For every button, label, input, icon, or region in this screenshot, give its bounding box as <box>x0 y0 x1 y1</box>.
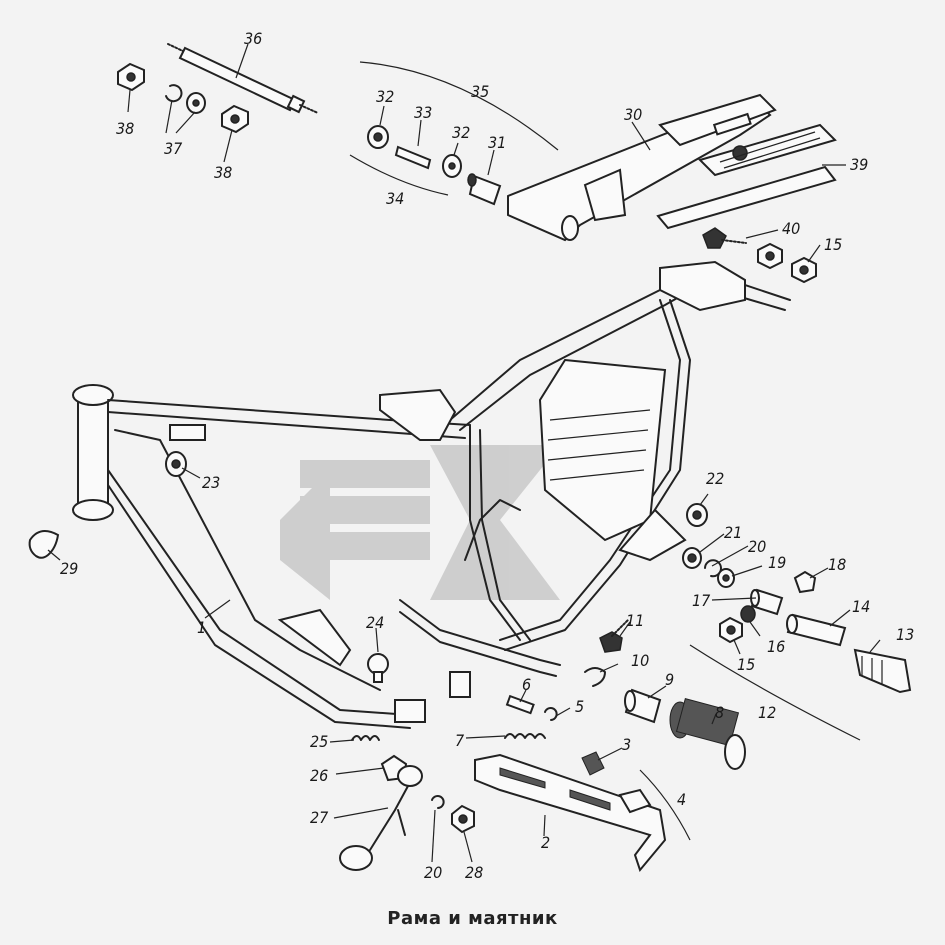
part-15-nut-top-2 <box>791 256 817 284</box>
part-25-spring <box>351 735 380 741</box>
callout-38-left: 38 <box>116 119 134 138</box>
part-16-washer <box>740 605 756 623</box>
callout-23: 23 <box>202 473 220 492</box>
part-19-washer <box>717 568 735 588</box>
part-27-lever <box>339 765 423 871</box>
callout-12: 12 <box>758 703 776 722</box>
callout-labels: 1 2 3 4 5 6 7 8 9 10 11 12 13 14 15 15 1… <box>60 29 914 882</box>
callout-4: 4 <box>677 790 686 809</box>
callout-35: 35 <box>471 82 489 101</box>
callout-29: 29 <box>60 559 78 578</box>
part-6-pin <box>505 694 535 715</box>
part-13-footpeg <box>853 648 912 694</box>
part-5-clip <box>544 707 558 721</box>
part-2-stand <box>474 753 667 873</box>
callout-20-right: 20 <box>748 537 766 556</box>
callout-24: 24 <box>366 613 384 632</box>
part-28-nut <box>451 804 475 834</box>
callout-19: 19 <box>768 553 786 572</box>
callout-27: 27 <box>310 808 329 827</box>
part-9-bushing <box>624 688 662 724</box>
callout-2: 2 <box>541 833 550 852</box>
callout-1: 1 <box>197 618 206 637</box>
part-29-cap <box>28 530 60 559</box>
part-11-bolt <box>599 619 629 653</box>
part-20-spring-washer <box>704 559 722 578</box>
callout-11: 11 <box>626 611 644 630</box>
leader-lines <box>47 43 881 863</box>
part-21-washer <box>682 547 702 569</box>
callout-15-top: 15 <box>824 235 842 254</box>
callout-9: 9 <box>665 670 674 689</box>
callout-8: 8 <box>715 703 724 722</box>
callout-34: 34 <box>386 189 404 208</box>
part-24-knob <box>367 653 389 683</box>
callout-28: 28 <box>465 863 483 882</box>
callout-25: 25 <box>310 732 328 751</box>
part-8-rubber <box>669 697 746 770</box>
callout-14: 14 <box>852 597 870 616</box>
part-22-washer <box>686 503 708 527</box>
callout-37: 37 <box>164 139 183 158</box>
part-30-swing-arm <box>507 93 837 242</box>
callout-20-bottom: 20 <box>424 863 442 882</box>
callout-5: 5 <box>575 697 584 716</box>
part-38-nut-left <box>117 62 145 92</box>
callout-15-mid: 15 <box>737 655 755 674</box>
callout-18: 18 <box>828 555 846 574</box>
callout-3: 3 <box>622 735 631 754</box>
callout-16: 16 <box>767 637 785 656</box>
part-32-washer-left <box>367 125 389 149</box>
callout-30: 30 <box>624 105 642 124</box>
part-40-bolt <box>702 227 747 249</box>
part-33-pin <box>394 145 432 170</box>
part-37-washers <box>165 84 206 114</box>
part-14-pin <box>786 613 847 647</box>
part-38-nut-right <box>221 104 249 134</box>
callout-32-right: 32 <box>452 123 470 142</box>
part-32-washer-right <box>442 154 462 178</box>
part-17-pin <box>750 588 784 616</box>
part-20-clip-bottom <box>431 795 445 809</box>
callout-39: 39 <box>850 155 868 174</box>
part-3-block <box>581 751 605 776</box>
callout-33: 33 <box>414 103 432 122</box>
callout-40: 40 <box>782 219 800 238</box>
callout-26: 26 <box>310 766 328 785</box>
callout-21: 21 <box>724 523 742 542</box>
callout-32-left: 32 <box>376 87 394 106</box>
part-7-spring <box>504 733 546 739</box>
callout-38-right: 38 <box>214 163 232 182</box>
part-1-frame <box>72 260 791 729</box>
part-31-bushing <box>467 173 502 206</box>
part-36-axle <box>167 43 319 114</box>
part-15-nut-mid <box>719 616 743 644</box>
callout-22: 22 <box>706 469 724 488</box>
callout-36: 36 <box>244 29 262 48</box>
callout-10: 10 <box>631 651 649 670</box>
part-15-nut-top <box>757 242 783 270</box>
callout-17: 17 <box>692 591 711 610</box>
part-10-clip <box>584 667 606 687</box>
callout-13: 13 <box>896 625 914 644</box>
watermark-logo <box>280 445 560 600</box>
figure-caption: Рама и маятник <box>387 908 558 929</box>
callout-6: 6 <box>522 675 531 694</box>
callout-7: 7 <box>455 731 465 750</box>
part-18-bolt <box>793 570 817 594</box>
part-39-bar <box>656 165 837 230</box>
callout-31: 31 <box>488 133 506 152</box>
